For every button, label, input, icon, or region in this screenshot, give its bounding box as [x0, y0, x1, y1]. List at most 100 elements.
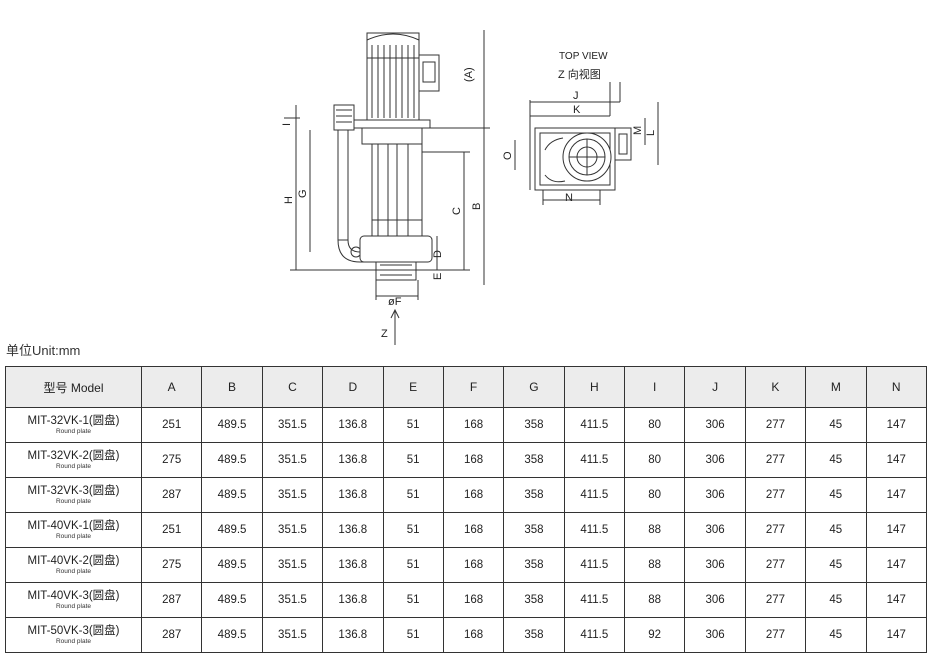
value-cell: 147: [865, 477, 927, 513]
value-cell: 51: [382, 442, 444, 478]
model-cell: MIT-40VK-3(圆盘)Round plate: [5, 582, 142, 618]
dim-label-n: N: [565, 192, 573, 204]
value-cell: 136.8: [322, 547, 384, 583]
pump-side-view: [284, 30, 490, 345]
header-i: I: [623, 366, 686, 408]
dim-label-c: C: [451, 207, 463, 215]
value-cell: 45: [805, 442, 867, 478]
model-cell: MIT-32VK-3(圆盘)Round plate: [5, 477, 142, 513]
header-model: 型号 Model: [5, 366, 142, 408]
z-view-label: Z 向视图: [558, 67, 601, 81]
model-subtitle: Round plate: [55, 498, 92, 505]
model-name: MIT-32VK-1(圆盘): [27, 415, 120, 427]
value-cell: 168: [442, 582, 505, 618]
model-subtitle: Round plate: [55, 428, 92, 435]
value-cell: 51: [382, 617, 444, 653]
dim-label-g: G: [297, 189, 309, 198]
header-k: K: [744, 366, 807, 408]
value-cell: 251: [140, 407, 203, 443]
dim-label-o: O: [502, 151, 514, 160]
model-cell: MIT-32VK-1(圆盘)Round plate: [5, 407, 142, 443]
value-cell: 51: [382, 582, 444, 618]
pump-dimension-drawing: (A) B C D E øF G H I J K L M N O TOP VIE…: [281, 30, 659, 345]
header-h: H: [563, 366, 626, 408]
value-cell: 45: [805, 547, 867, 583]
value-cell: 358: [503, 512, 565, 548]
value-cell: 287: [140, 477, 203, 513]
dim-label-m: M: [632, 126, 644, 135]
value-cell: 277: [744, 582, 807, 618]
value-cell: 147: [865, 617, 927, 653]
value-cell: 168: [442, 407, 505, 443]
header-f: F: [442, 366, 505, 408]
value-cell: 136.8: [322, 477, 384, 513]
model-name: MIT-32VK-3(圆盘): [27, 485, 120, 497]
value-cell: 489.5: [201, 617, 263, 653]
dim-label-b: B: [471, 203, 483, 210]
model-subtitle: Round plate: [55, 463, 92, 470]
value-cell: 489.5: [201, 547, 263, 583]
model-subtitle: Round plate: [55, 568, 92, 575]
value-cell: 251: [140, 512, 203, 548]
value-cell: 277: [744, 477, 807, 513]
model-name: MIT-50VK-3(圆盘): [27, 625, 120, 637]
value-cell: 411.5: [563, 407, 626, 443]
value-cell: 411.5: [563, 582, 626, 618]
dim-label-j: J: [573, 90, 579, 102]
header-a: A: [140, 366, 203, 408]
value-cell: 411.5: [563, 477, 626, 513]
value-cell: 136.8: [322, 582, 384, 618]
value-cell: 88: [623, 582, 686, 618]
value-cell: 147: [865, 442, 927, 478]
z-arrow-label: Z: [381, 328, 388, 340]
model-name: MIT-32VK-2(圆盘): [27, 450, 120, 462]
value-cell: 351.5: [261, 617, 324, 653]
model-cell: MIT-40VK-1(圆盘)Round plate: [5, 512, 142, 548]
value-cell: 489.5: [201, 477, 263, 513]
value-cell: 489.5: [201, 442, 263, 478]
value-cell: 88: [623, 547, 686, 583]
value-cell: 306: [684, 442, 746, 478]
model-name: MIT-40VK-2(圆盘): [27, 555, 120, 567]
value-cell: 358: [503, 582, 565, 618]
value-cell: 411.5: [563, 547, 626, 583]
value-cell: 358: [503, 617, 565, 653]
value-cell: 358: [503, 407, 565, 443]
value-cell: 351.5: [261, 512, 324, 548]
value-cell: 51: [382, 477, 444, 513]
model-subtitle: Round plate: [55, 533, 92, 540]
value-cell: 411.5: [563, 512, 626, 548]
value-cell: 277: [744, 442, 807, 478]
value-cell: 147: [865, 512, 927, 548]
value-cell: 351.5: [261, 582, 324, 618]
value-cell: 306: [684, 617, 746, 653]
dim-label-d: D: [432, 250, 444, 258]
value-cell: 306: [684, 547, 746, 583]
value-cell: 51: [382, 547, 444, 583]
value-cell: 489.5: [201, 582, 263, 618]
value-cell: 92: [623, 617, 686, 653]
value-cell: 136.8: [322, 512, 384, 548]
dim-label-e: E: [432, 273, 444, 280]
top-view-title: TOP VIEW: [559, 51, 608, 62]
value-cell: 45: [805, 477, 867, 513]
value-cell: 351.5: [261, 407, 324, 443]
value-cell: 80: [623, 442, 686, 478]
value-cell: 136.8: [322, 442, 384, 478]
header-e: E: [382, 366, 444, 408]
model-subtitle: Round plate: [55, 603, 92, 610]
header-b: B: [201, 366, 263, 408]
model-cell: MIT-40VK-2(圆盘)Round plate: [5, 547, 142, 583]
unit-label: 单位Unit:mm: [6, 343, 81, 358]
value-cell: 147: [865, 407, 927, 443]
value-cell: 275: [140, 442, 203, 478]
value-cell: 51: [382, 407, 444, 443]
value-cell: 306: [684, 407, 746, 443]
value-cell: 358: [503, 477, 565, 513]
value-cell: 277: [744, 407, 807, 443]
